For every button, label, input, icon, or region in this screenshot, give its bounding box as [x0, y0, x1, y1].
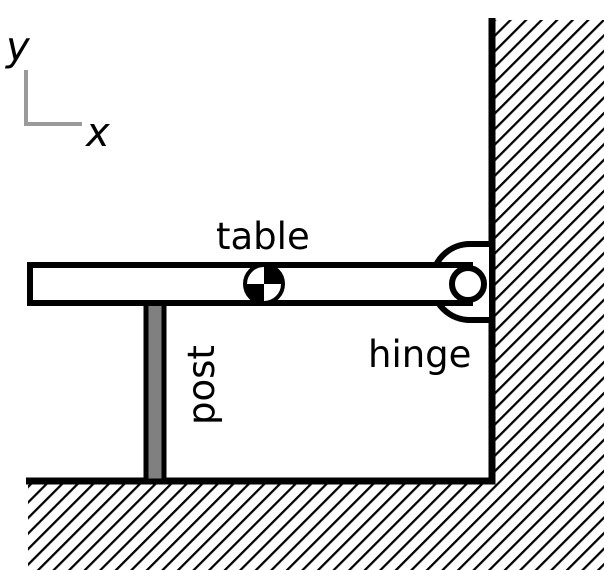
table — [27, 262, 487, 306]
hinge-pin — [449, 265, 487, 303]
post — [143, 299, 167, 484]
post-label: post — [180, 345, 223, 425]
axis-x-label: x — [84, 110, 110, 156]
ground-hatching — [28, 20, 604, 570]
floor-hatch — [28, 481, 604, 570]
axis-y-label: y — [5, 24, 31, 70]
coordinate-axes: y x — [5, 24, 110, 156]
wall-hatch — [492, 20, 604, 570]
hinge-label: hinge — [368, 333, 471, 376]
table-label: table — [216, 215, 310, 258]
axis-lines — [24, 70, 82, 126]
wall-floor-boundary — [26, 18, 496, 485]
post-body — [143, 299, 167, 484]
center-of-mass-icon — [243, 263, 285, 305]
